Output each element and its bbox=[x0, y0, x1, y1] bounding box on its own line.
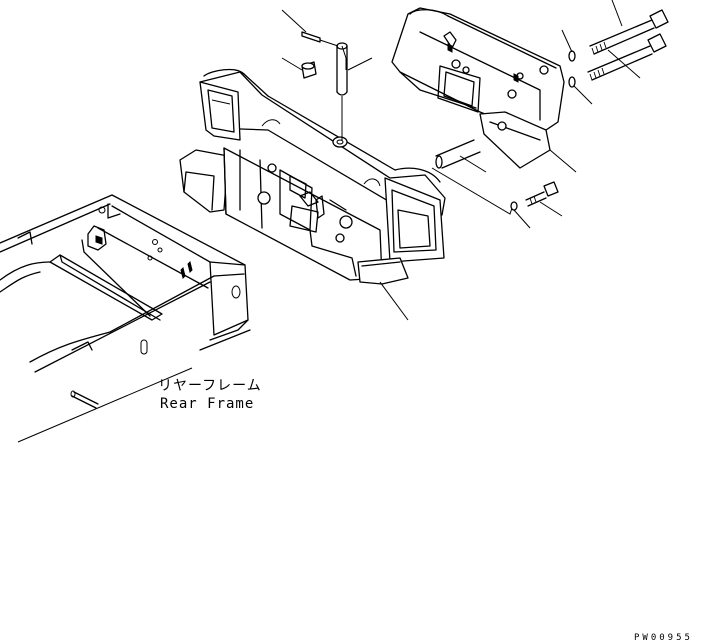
short-bolt bbox=[510, 181, 563, 229]
small-collar-part bbox=[281, 57, 317, 79]
vertical-pin bbox=[336, 42, 373, 140]
rear-frame-label-en: Rear Frame bbox=[160, 396, 254, 412]
rear-frame bbox=[0, 194, 251, 443]
small-pin-part bbox=[281, 9, 339, 47]
right-counterweight-block bbox=[391, 7, 577, 173]
main-counterweight bbox=[179, 68, 446, 321]
drawing-code: PW00955 bbox=[634, 633, 693, 643]
rear-frame-label-jp: リヤーフレーム bbox=[158, 378, 262, 394]
spacer-tube bbox=[431, 139, 513, 215]
long-bolts bbox=[561, 0, 669, 105]
